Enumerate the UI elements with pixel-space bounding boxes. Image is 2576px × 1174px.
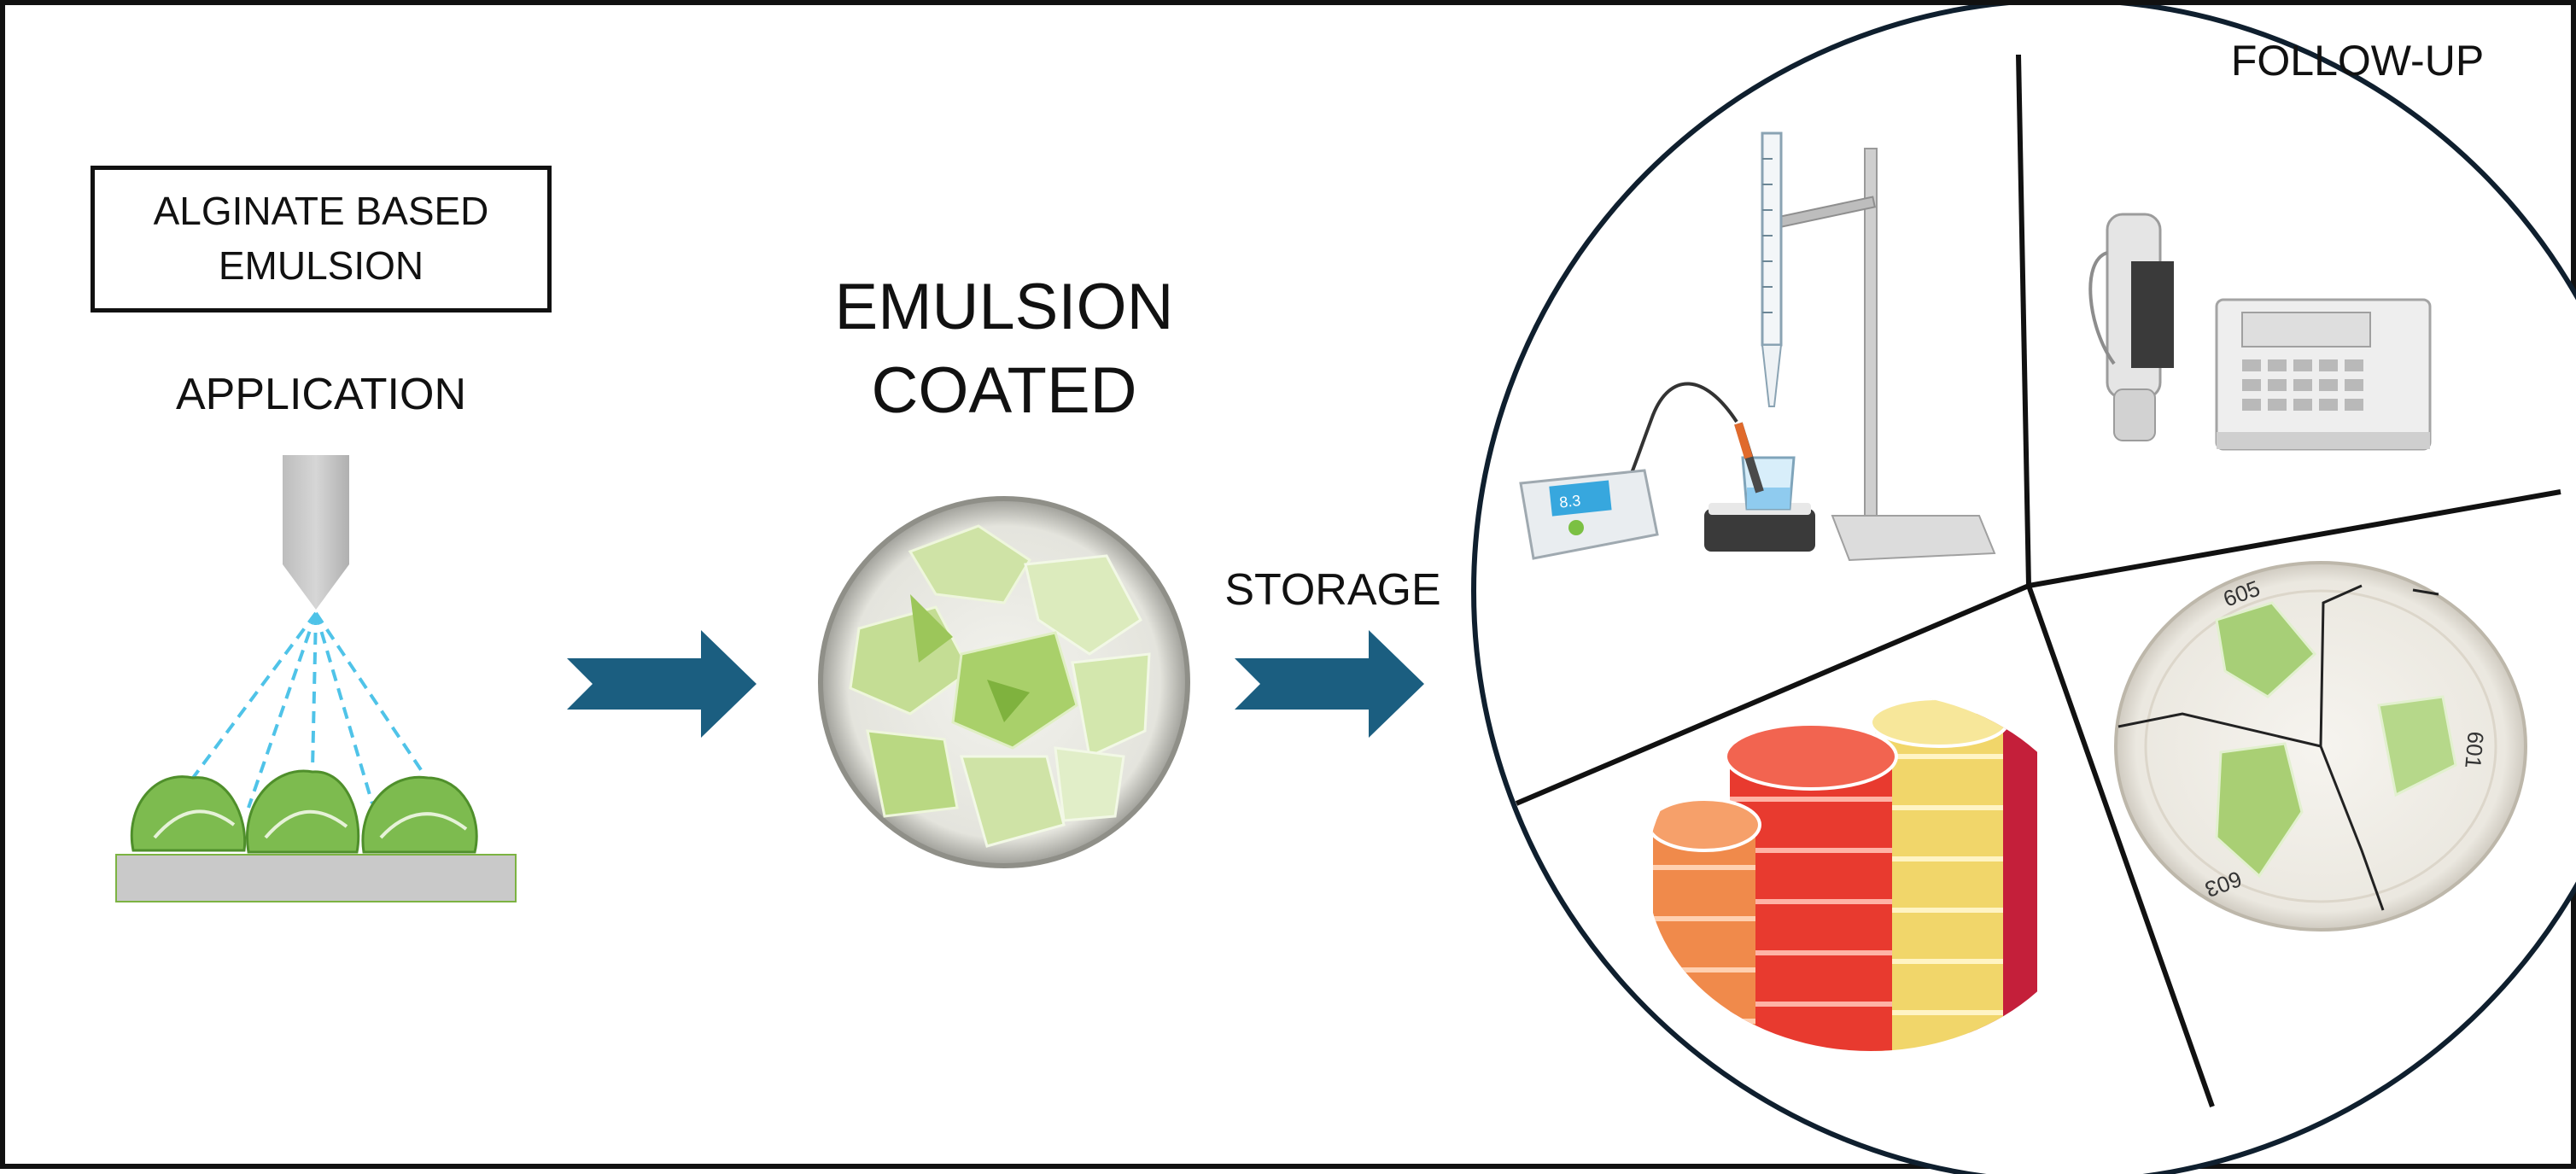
follow-up-label: FOLLOW-UP	[2230, 37, 2485, 85]
alginate-label-line2: EMULSION	[218, 243, 424, 288]
storage-label: STORAGE	[1224, 565, 1441, 615]
follow-up-dividers	[1515, 54, 2561, 1107]
application-label: APPLICATION	[175, 370, 466, 419]
plate-label-right: 601	[2460, 730, 2489, 769]
spray-lines	[191, 611, 425, 809]
arrow-right-icon	[1235, 630, 1424, 738]
spray-nozzle	[283, 455, 349, 610]
meter-display: 8.3	[1558, 492, 1581, 511]
culture-plates	[1647, 692, 2094, 1051]
diagram-graphics: 8.3	[115, 5, 2576, 1174]
coated-label-line2: COATED	[871, 354, 1137, 427]
sample-plate: 605 601 603	[2114, 561, 2527, 932]
alginate-label-line1: ALGINATE BASED	[153, 189, 489, 233]
arrow-right-icon	[567, 630, 756, 738]
lettuce-leaves	[130, 769, 478, 854]
coated-label-line1: EMULSION	[834, 271, 1174, 343]
colorimeter-device	[2088, 213, 2432, 451]
emulsion-coated-label: EMULSION COATED	[765, 266, 1243, 433]
titration-setup: 8.3	[1519, 131, 1996, 562]
alginate-emulsion-box: ALGINATE BASED EMULSION	[91, 166, 552, 312]
tray	[115, 854, 517, 902]
coated-lettuce-dish	[818, 496, 1190, 868]
